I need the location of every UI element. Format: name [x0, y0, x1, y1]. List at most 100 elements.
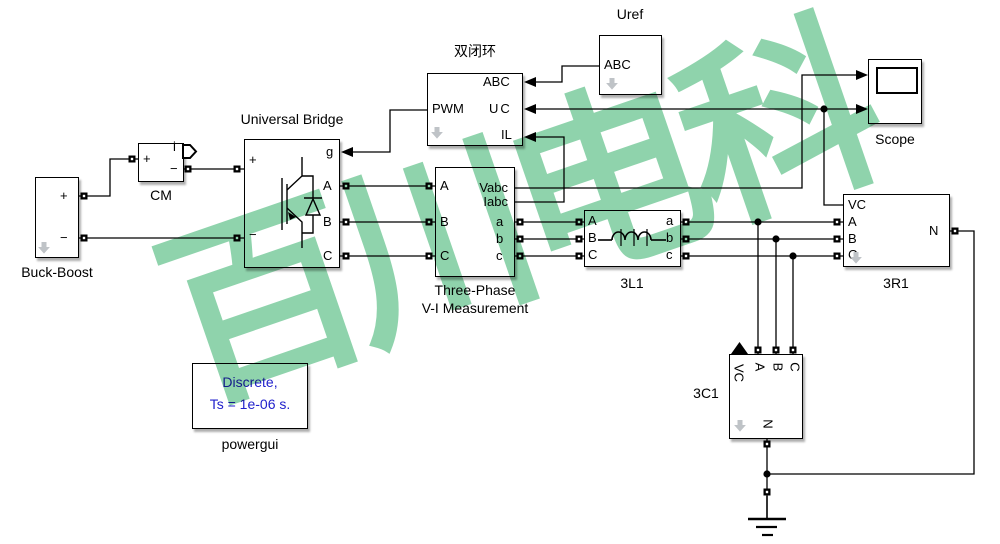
- r1-n-label: N: [929, 223, 939, 238]
- port-buckboost-minus[interactable]: [80, 234, 88, 242]
- l1-a-in-label: A: [588, 213, 597, 228]
- port-r1-a[interactable]: [833, 218, 841, 226]
- ub-minus-label: −: [249, 227, 257, 242]
- l1-c-in-label: C: [588, 247, 598, 262]
- wire-uref-to-abc[interactable]: [536, 65, 599, 83]
- c1-b-label: B: [770, 362, 786, 372]
- cm-i-label: i: [173, 139, 176, 154]
- arrow-into-uc: [524, 104, 536, 114]
- ub-a-label: A: [323, 178, 332, 193]
- port-bridge-a[interactable]: [342, 182, 350, 190]
- port-c1-c[interactable]: [789, 346, 797, 354]
- vi-vabc-label: Vabc: [479, 180, 508, 195]
- port-bridge-minus[interactable]: [233, 234, 241, 242]
- port-vi-c-in[interactable]: [425, 252, 433, 260]
- port-cm-plus[interactable]: [128, 155, 136, 163]
- arrow-into-scope1: [856, 70, 868, 80]
- ub-g-label: g: [326, 144, 334, 159]
- vi-c-out-label: c: [496, 248, 503, 263]
- current-output-pentagon-icon: [182, 144, 198, 159]
- block-buck-boost[interactable]: [35, 177, 79, 258]
- port-vi-b-in[interactable]: [425, 218, 433, 226]
- vi-c-in-label: C: [440, 248, 450, 263]
- wire-buckboost-to-cm[interactable]: [79, 158, 138, 197]
- c1-vc-label: VC: [731, 363, 747, 383]
- port-vi-b-out[interactable]: [516, 235, 524, 243]
- port-vi-a-out[interactable]: [516, 218, 524, 226]
- buckboost-plus-label: +: [60, 188, 68, 203]
- port-l1-c-out[interactable]: [682, 252, 690, 260]
- r1-a-label: A: [848, 214, 857, 229]
- r1-b-label: B: [848, 231, 857, 246]
- junction-uc-vc: [820, 105, 828, 113]
- c1-n-label: N: [760, 419, 776, 429]
- cm-plus-label: +: [143, 151, 151, 166]
- vi-b-out-label: b: [496, 231, 504, 246]
- port-buckboost-plus[interactable]: [80, 192, 88, 200]
- uref-name: Uref: [616, 6, 644, 22]
- block-scope[interactable]: [868, 59, 922, 124]
- port-r1-c[interactable]: [833, 252, 841, 260]
- powergui-discrete-text: Discrete,: [222, 374, 278, 390]
- ground-icon: [748, 496, 786, 537]
- ub-c-label: C: [323, 248, 333, 263]
- powergui-name: powergui: [221, 436, 279, 452]
- port-vi-a-in[interactable]: [425, 182, 433, 190]
- arrow-into-gate: [341, 147, 353, 157]
- dualloop-pwm-label: PWM: [432, 101, 464, 116]
- port-l1-c-in[interactable]: [575, 252, 583, 260]
- vi-name-line2: V-I Measurement: [421, 300, 529, 316]
- l1-name: 3L1: [620, 275, 644, 291]
- universal-bridge-name: Universal Bridge: [240, 111, 344, 127]
- port-l1-b-in[interactable]: [575, 235, 583, 243]
- vi-b-in-label: B: [440, 214, 449, 229]
- port-c1-b[interactable]: [772, 346, 780, 354]
- block-cm[interactable]: [138, 143, 184, 182]
- powergui-ts-text: Ts = 1e-06 s.: [209, 396, 291, 412]
- ub-b-label: B: [323, 214, 332, 229]
- junction-phase-a: [754, 218, 762, 226]
- ub-plus-label: +: [249, 152, 257, 167]
- c1-c-label: C: [787, 362, 803, 372]
- port-l1-b-out[interactable]: [682, 235, 690, 243]
- wire-vabc-to-scope[interactable]: [515, 74, 856, 189]
- port-c1-n[interactable]: [763, 440, 771, 448]
- vi-a-in-label: A: [440, 178, 449, 193]
- cm-minus-label: −: [170, 161, 178, 176]
- port-bridge-c[interactable]: [342, 252, 350, 260]
- port-r1-n[interactable]: [951, 227, 959, 235]
- r1-c-label: C: [848, 247, 858, 262]
- wire-r1vc-riser[interactable]: [823, 109, 843, 206]
- arrow-into-scope2: [856, 104, 868, 114]
- port-r1-b[interactable]: [833, 235, 841, 243]
- vi-iabc-label: Iabc: [483, 194, 508, 209]
- dualloop-uc-label: UC: [489, 101, 512, 116]
- port-l1-a-in[interactable]: [575, 218, 583, 226]
- scope-name: Scope: [875, 131, 915, 147]
- l1-b-in-label: B: [588, 230, 597, 245]
- c1-vc-port-triangle-icon: [731, 342, 748, 354]
- block-vi-measurement[interactable]: [435, 167, 515, 277]
- port-vi-c-out[interactable]: [516, 252, 524, 260]
- port-bridge-b[interactable]: [342, 218, 350, 226]
- c1-name: 3C1: [693, 385, 719, 401]
- buckboost-minus-label: −: [60, 230, 68, 245]
- port-bridge-plus[interactable]: [233, 165, 241, 173]
- port-c1-a[interactable]: [754, 346, 762, 354]
- vi-name-line1: Three-Phase: [434, 282, 516, 298]
- port-cm-minus[interactable]: [184, 165, 192, 173]
- arrow-into-abc: [524, 77, 536, 87]
- junction-neutral: [763, 470, 771, 478]
- wire-iabc-to-il[interactable]: [515, 136, 565, 203]
- block-powergui[interactable]: [192, 363, 308, 429]
- port-l1-a-out[interactable]: [682, 218, 690, 226]
- vi-a-out-label: a: [496, 214, 504, 229]
- r1-name: 3R1: [883, 275, 909, 291]
- block-dual-loop-pwm[interactable]: [427, 73, 523, 146]
- port-ground[interactable]: [763, 488, 771, 496]
- dual-loop-name: 双闭环: [454, 43, 496, 59]
- dualloop-abc-label: ABC: [483, 74, 510, 89]
- l1-c-out-label: c: [666, 247, 673, 262]
- l1-b-out-label: b: [666, 230, 674, 245]
